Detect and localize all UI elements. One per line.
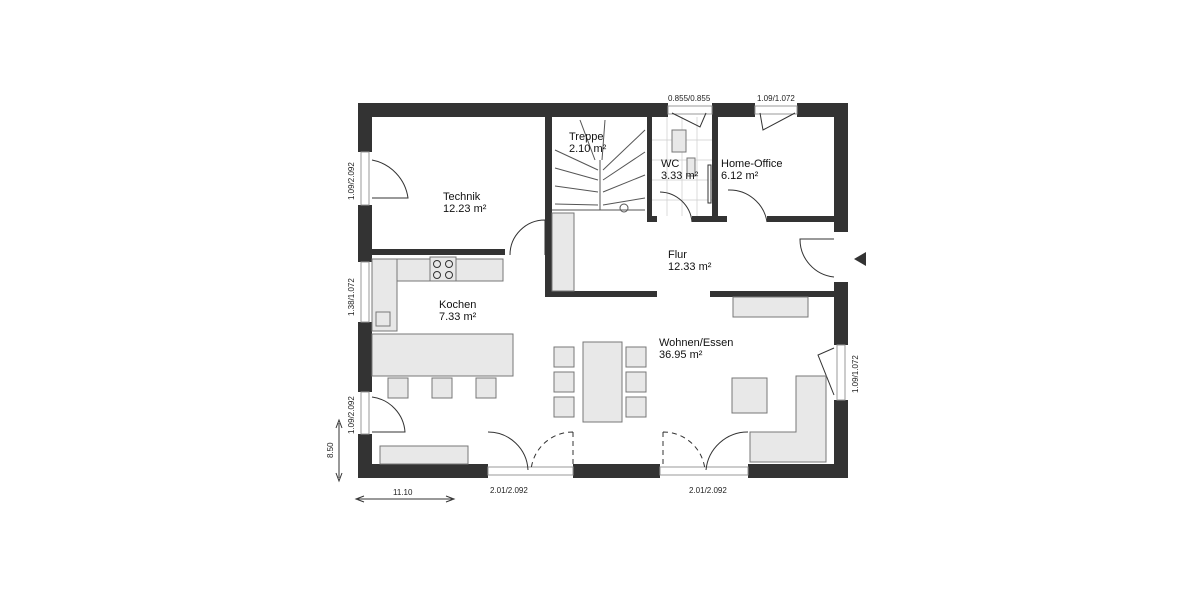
burner xyxy=(433,260,441,268)
doors xyxy=(371,112,835,471)
chair xyxy=(553,371,575,393)
sideboard xyxy=(379,445,469,465)
room-name-treppe: Treppe xyxy=(569,131,603,143)
living-left-window-label: 1.09/2.092 xyxy=(347,396,356,434)
room-area-treppe: 2.10 m² xyxy=(569,143,607,155)
room-name-kochen: Kochen xyxy=(439,299,476,311)
chair xyxy=(625,346,647,368)
wc-basin xyxy=(686,157,696,177)
chair xyxy=(625,371,647,393)
width-dimension: 11.10 xyxy=(393,488,413,497)
room-area-home-office: 6.12 m² xyxy=(721,170,759,182)
coffee-table xyxy=(731,377,768,414)
walls xyxy=(358,103,848,478)
bar-stool xyxy=(387,377,409,399)
chair xyxy=(625,396,647,418)
bar-stool xyxy=(475,377,497,399)
terrace-door-left-label: 2.01/2.092 xyxy=(490,486,528,495)
room-area-wohnen-essen: 36.95 m² xyxy=(659,349,703,361)
office-window-label: 1.09/1.072 xyxy=(757,94,795,103)
room-area-technik: 12.23 m² xyxy=(443,203,487,215)
windows xyxy=(360,105,846,476)
furniture xyxy=(371,129,827,465)
room-area-flur: 12.33 m² xyxy=(668,261,712,273)
dimension-lines xyxy=(335,418,456,503)
room-name-home-office: Home-Office xyxy=(721,158,783,170)
dining-table xyxy=(582,341,623,423)
chair xyxy=(553,396,575,418)
room-area-wc: 3.33 m² xyxy=(661,170,699,182)
living-right-window-label: 1.09/1.072 xyxy=(851,355,860,393)
kitchen-window-label: 1.38/1.072 xyxy=(347,278,356,316)
room-name-technik: Technik xyxy=(443,191,481,203)
flur-cabinet xyxy=(551,212,575,292)
wc-window-label: 0.855/0.855 xyxy=(668,94,711,103)
staircase xyxy=(552,119,646,213)
sink xyxy=(375,311,391,327)
room-name-wc: WC xyxy=(661,158,679,170)
kitchen-island xyxy=(371,333,514,377)
living-cabinet xyxy=(732,296,809,318)
room-area-kochen: 7.33 m² xyxy=(439,311,477,323)
room-name-flur: Flur xyxy=(668,249,687,261)
bar-stool xyxy=(431,377,453,399)
depth-dimension: 8.50 xyxy=(326,442,335,458)
room-name-wohnen-essen: Wohnen/Essen xyxy=(659,337,733,349)
chair xyxy=(553,346,575,368)
corner-sofa xyxy=(749,375,827,463)
technik-window-label: 1.09/2.092 xyxy=(347,162,356,200)
terrace-door-right-label: 2.01/2.092 xyxy=(689,486,727,495)
toilet xyxy=(671,129,687,153)
entrance-arrow-icon xyxy=(854,252,866,266)
